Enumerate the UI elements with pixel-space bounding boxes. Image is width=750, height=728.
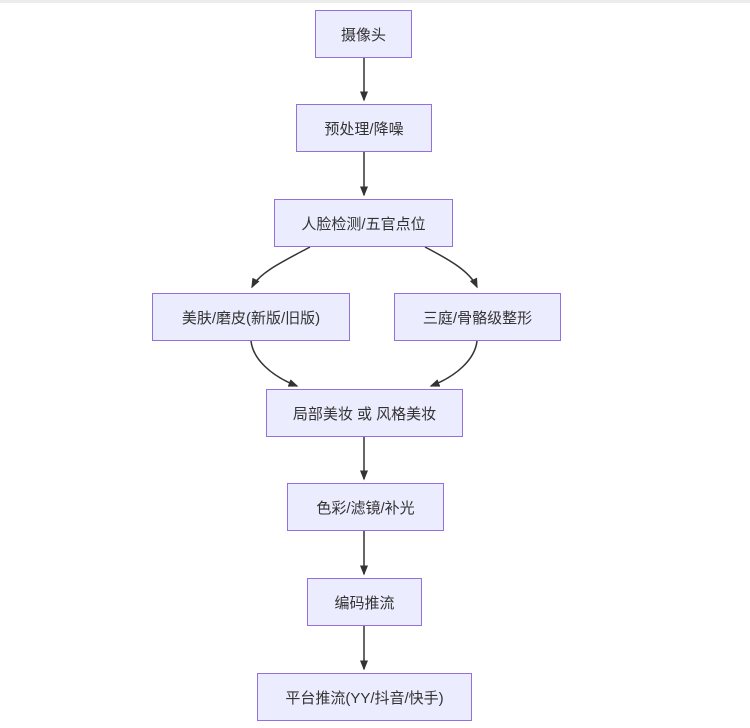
edge-face-skin: [251, 246, 311, 289]
node-preprocess-denoise: 预处理/降噪: [296, 104, 432, 152]
node-face-detection-landmarks: 人脸检测/五官点位: [274, 199, 453, 247]
node-skin-smoothing: 美肤/磨皮(新版/旧版): [152, 293, 350, 341]
node-camera: 摄像头: [315, 10, 412, 58]
edge-face-reshape: [424, 246, 478, 289]
node-encode-push-stream: 编码推流: [307, 578, 422, 626]
top-strip: [0, 0, 750, 3]
node-makeup: 局部美妆 或 风格美妆: [266, 389, 463, 437]
edge-reshape-makeup: [429, 340, 478, 387]
node-face-reshaping: 三庭/骨骼级整形: [394, 293, 561, 341]
edge-skin-makeup: [250, 340, 299, 387]
node-color-filter-light: 色彩/滤镜/补光: [287, 483, 444, 531]
node-platform-push-stream: 平台推流(YY/抖音/快手): [257, 673, 472, 721]
